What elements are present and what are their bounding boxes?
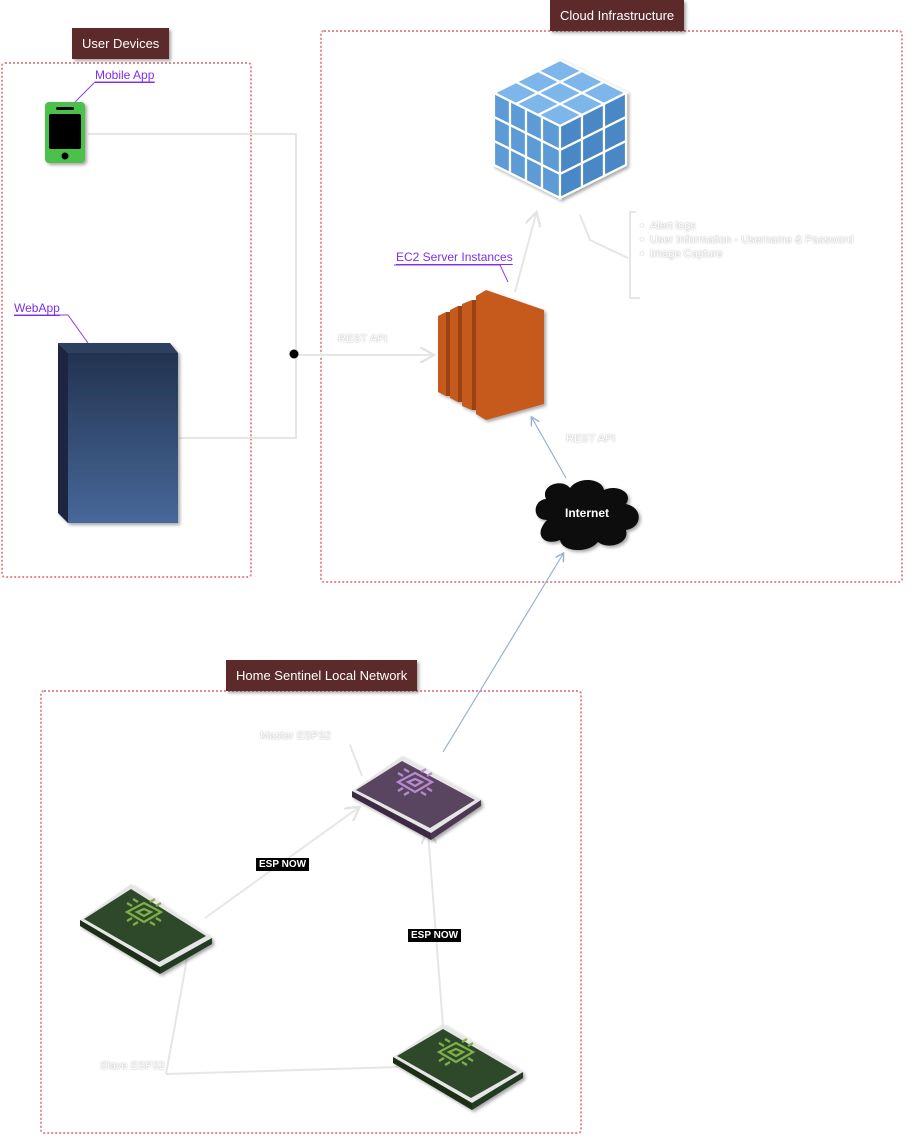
- master-esp32-label: Master ESP32: [260, 730, 331, 742]
- db-note-item: Alert logs: [640, 219, 854, 233]
- ec2-label[interactable]: EC2 Server Instances: [396, 250, 513, 264]
- rest-api-label-internet: REST API: [566, 433, 616, 445]
- master-chip-icon: [352, 756, 481, 840]
- mobile-connector: [88, 133, 297, 352]
- database-cube-icon: [491, 58, 629, 200]
- slave-chip-icon-left: [80, 884, 212, 974]
- internet-ec2-connector: [532, 418, 567, 479]
- db-note-item: Image Capture: [640, 247, 854, 261]
- ec2-instances-icon: [438, 290, 544, 420]
- webapp-label[interactable]: WebApp: [14, 301, 60, 315]
- master-label-leader: [349, 744, 363, 777]
- webapp-connector: [179, 357, 297, 439]
- user-devices-group: [1, 62, 252, 578]
- junction-dot: [289, 349, 299, 359]
- home-local-network-group: [40, 690, 582, 1134]
- master-internet-connector: [442, 554, 563, 753]
- user-devices-title: User Devices: [72, 28, 170, 59]
- slave-esp32-label: Slave ESP32: [100, 1060, 165, 1072]
- slave-label-leader-left: [165, 954, 188, 1075]
- slave-label-leader-right: [165, 1066, 399, 1075]
- db-notes-bracket: [629, 211, 640, 299]
- esp-now-badge-right: ESP NOW: [408, 929, 462, 942]
- home-network-title: Home Sentinel Local Network: [226, 660, 418, 691]
- server-tower-icon: [58, 343, 178, 523]
- internet-label: Internet: [565, 506, 610, 520]
- rest-api-label-left: REST API: [338, 333, 388, 345]
- mobile-phone-icon: [45, 102, 85, 163]
- cloud-infrastructure-group: [320, 30, 903, 583]
- slave-chip-icon-right: [393, 1024, 523, 1110]
- esp-now-badge-left: ESP NOW: [256, 858, 310, 871]
- db-notes: Alert logs User Information - Username &…: [640, 219, 854, 261]
- cloud-infrastructure-title: Cloud Infrastructure: [550, 0, 685, 31]
- ec2-db-connector: [514, 214, 536, 293]
- db-note-item: User Information - Username & Password: [640, 233, 854, 247]
- db-notes-connector: [579, 214, 629, 259]
- cloud-icon: [535, 479, 639, 551]
- mobile-app-label[interactable]: Mobile App: [95, 68, 155, 82]
